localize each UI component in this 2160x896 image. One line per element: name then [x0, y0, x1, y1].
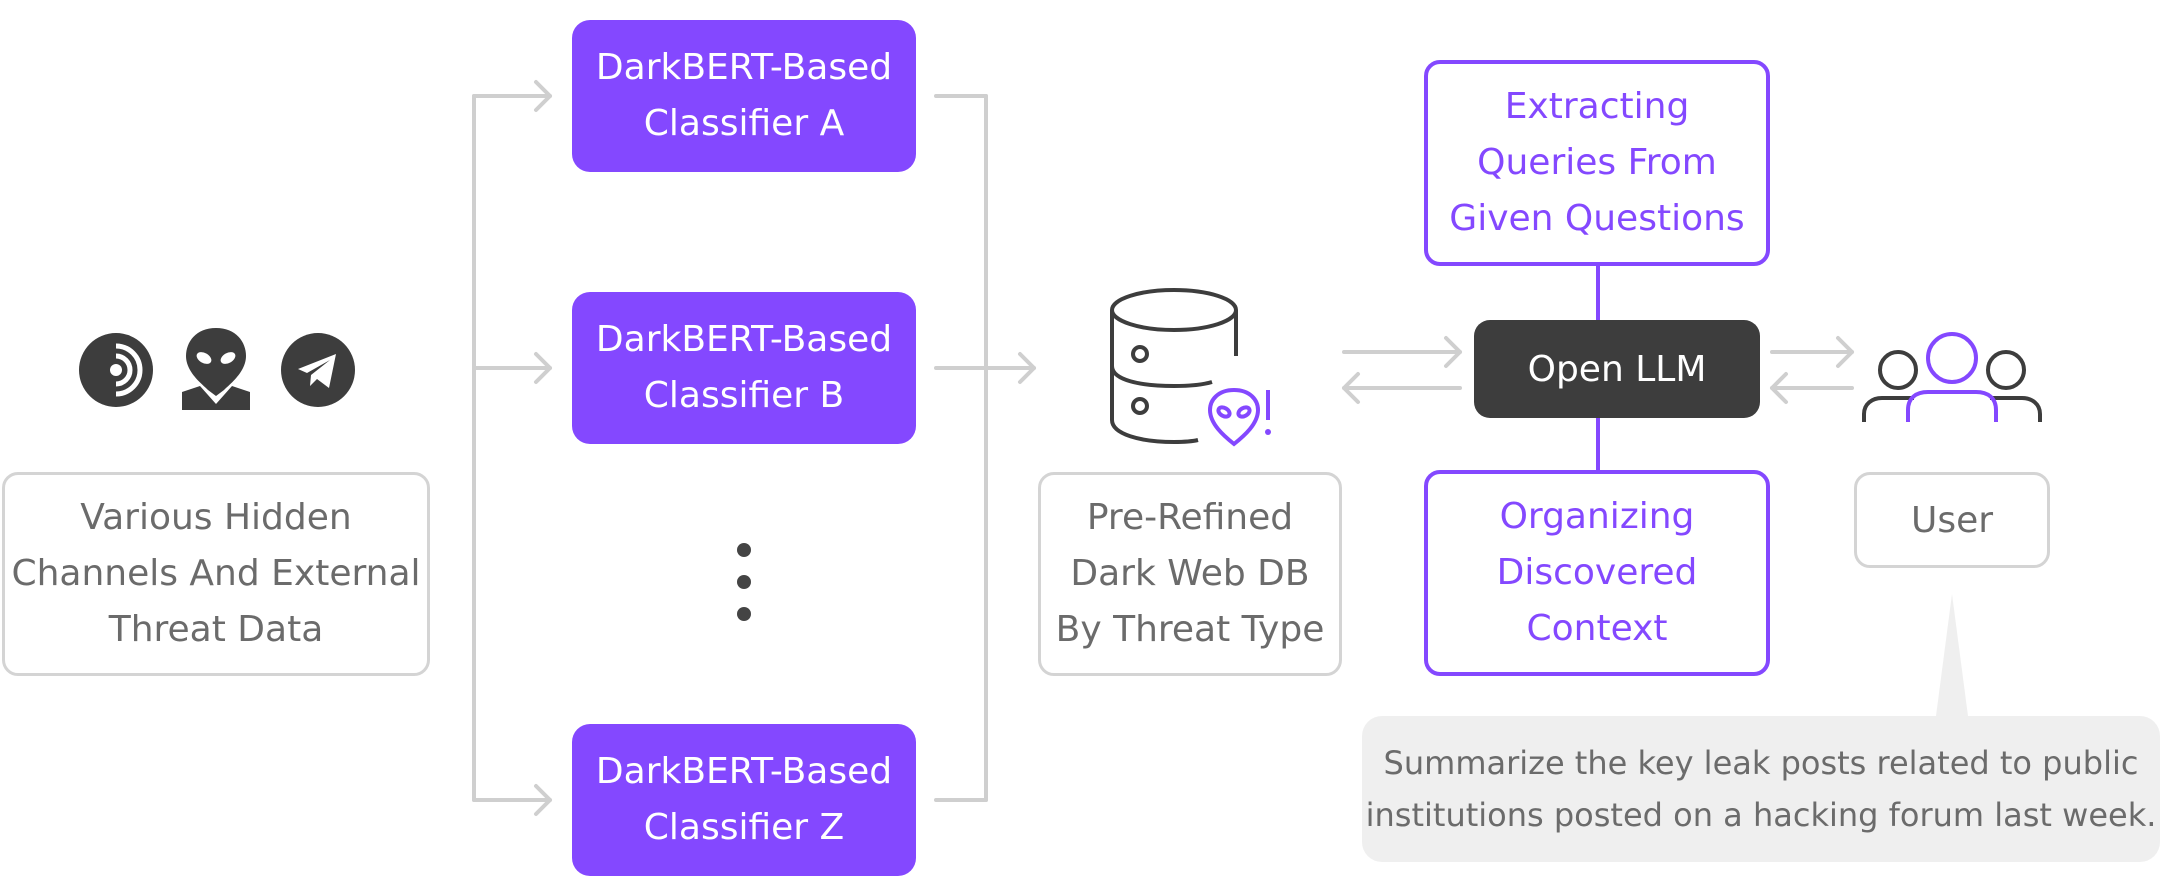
arrowhead-database: [1018, 352, 1036, 384]
organize-context-box: Organizing Discovered Context: [1424, 470, 1770, 676]
arrowhead-user-to-llm: [1770, 372, 1788, 404]
query-line: institutions posted on a hacking forum l…: [1365, 796, 2157, 834]
source-data-box: Various Hidden Channels And External Thr…: [2, 472, 430, 676]
extract-line: Extracting: [1504, 86, 1690, 127]
classifier-line: Classifier A: [643, 103, 845, 144]
organize-line: Organizing: [1499, 496, 1695, 537]
arrowhead-db-to-llm: [1444, 336, 1462, 368]
arrowhead-b: [534, 352, 552, 384]
classifier-line: DarkBERT-Based: [595, 319, 893, 360]
organize-line: Context: [1526, 608, 1668, 649]
user-label: User: [1910, 499, 1994, 541]
onion-router-icon: [79, 333, 153, 407]
source-line: Channels And External: [11, 553, 421, 594]
database-alert-icon: [1110, 288, 1271, 447]
ellipsis-dot: [737, 543, 751, 557]
classifier-b-box: DarkBERT-Based Classifier B: [572, 292, 916, 444]
classifier-z-box: DarkBERT-Based Classifier Z: [572, 724, 916, 876]
open-llm-box: Open LLM: [1474, 320, 1760, 418]
classifier-line: Classifier Z: [643, 807, 845, 848]
classifier-line: Classifier B: [643, 375, 845, 416]
extract-line: Queries From: [1477, 142, 1717, 183]
database-line: Dark Web DB: [1070, 553, 1310, 594]
ellipsis-dot: [737, 575, 751, 589]
arrowhead-a: [534, 80, 552, 112]
telegram-icon: [281, 333, 355, 407]
query-line: Summarize the key leak posts related to …: [1383, 744, 2139, 782]
arrowhead-z: [534, 784, 552, 816]
llm-label: Open LLM: [1527, 348, 1707, 390]
database-line: Pre-Refined: [1086, 497, 1294, 538]
ellipsis-dot: [737, 607, 751, 621]
arrowhead-llm-to-user: [1836, 336, 1854, 368]
arrowhead-llm-to-db: [1342, 372, 1360, 404]
extract-queries-box: Extracting Queries From Given Questions: [1424, 60, 1770, 266]
source-line: Threat Data: [108, 609, 324, 650]
database-line: By Threat Type: [1055, 609, 1325, 650]
alien-mask-icon: [182, 328, 250, 410]
classifier-line: DarkBERT-Based: [595, 751, 893, 792]
user-query-bubble: Summarize the key leak posts related to …: [1362, 716, 2160, 862]
database-box: Pre-Refined Dark Web DB By Threat Type: [1038, 472, 1342, 676]
speech-bubble-tail: [1936, 594, 1968, 716]
user-box: User: [1854, 472, 2050, 568]
organize-line: Discovered: [1496, 552, 1698, 593]
users-group-icon: [1862, 332, 2042, 422]
classifier-line: DarkBERT-Based: [595, 47, 893, 88]
source-line: Various Hidden: [80, 497, 352, 538]
classifier-a-box: DarkBERT-Based Classifier A: [572, 20, 916, 172]
extract-line: Given Questions: [1449, 198, 1745, 239]
